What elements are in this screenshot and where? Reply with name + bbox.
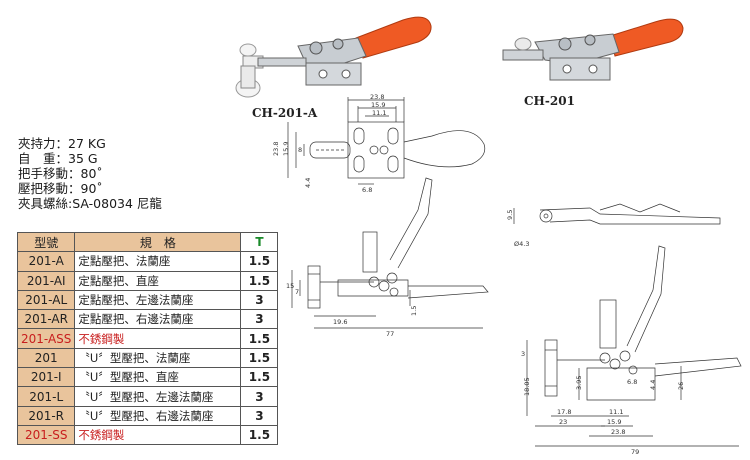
- cell-t: 1.5: [240, 347, 279, 369]
- dim-h-4-4: 4.4: [304, 178, 312, 188]
- dim-3-95: 3.95: [575, 376, 583, 390]
- cell-t: 3: [240, 386, 279, 407]
- table-row: 201-AR 定點壓把、右邊法蘭座 3: [16, 309, 279, 330]
- cell-desc: 不銹鋼製: [74, 424, 242, 446]
- drawing-side-view-a: 15 7 19.6 77 1.5: [286, 177, 489, 338]
- cell-desc: 定點壓把、左邊法蘭座: [74, 289, 242, 311]
- spec-bar-travel: 壓把移動：90˚: [18, 181, 103, 196]
- dim-h-8: 8: [298, 146, 302, 154]
- photo-ch-201: [502, 18, 684, 81]
- dim-9-5: 9.5: [506, 210, 514, 220]
- header-model: 型號: [16, 231, 76, 253]
- dim-18-05: 18.05: [523, 377, 531, 396]
- table-row: 201-AL 定點壓把、左邊法蘭座 3: [16, 289, 279, 311]
- header-t: T: [240, 231, 279, 253]
- cell-desc: 定點壓把、法蘭座: [74, 251, 242, 272]
- header-spec: 規 格: [74, 231, 242, 253]
- table-row: 201-R 〝U〞型壓把、右邊法蘭座 3: [16, 405, 279, 426]
- photo-ch-201-a: [235, 16, 432, 98]
- cell-desc: 定點壓把、右邊法蘭座: [74, 309, 242, 330]
- dim-6-8: 6.8: [362, 186, 372, 194]
- dim-h-23-8: 23.8: [272, 142, 280, 156]
- spec-clamping-force: 夾持力：27 KG: [18, 136, 106, 151]
- cell-model: 201-L: [16, 386, 76, 407]
- table-row: 201-I 〝U〞型壓把、直座 1.5: [16, 367, 279, 388]
- dim-23: 23: [559, 418, 567, 426]
- cell-desc: 不銹鋼製: [74, 328, 242, 349]
- dim-3: 3: [521, 350, 525, 358]
- cell-model: 201-AR: [16, 309, 76, 330]
- cell-desc: 〝U〞型壓把、直座: [74, 367, 242, 388]
- dim-26: 26: [677, 382, 685, 390]
- dim-77: 77: [386, 330, 394, 338]
- cell-desc: 〝U〞型壓把、右邊法蘭座: [74, 405, 242, 426]
- cell-t: 1.5: [240, 251, 279, 272]
- cell-model: 201-AI: [16, 270, 76, 291]
- photo-label-right: CH-201: [524, 94, 575, 108]
- table-row: 201 〝U〞型壓把、法蘭座 1.5: [16, 347, 279, 369]
- cell-model: 201-AL: [16, 289, 76, 311]
- drawing-side-view-u: 3 18.05 3.95 6.8 4.4 26 17.8 23 11.1 15.…: [521, 245, 742, 456]
- dim-79: 79: [631, 448, 639, 456]
- cell-t: 3: [240, 405, 279, 426]
- spec-weight: 自 重：35 G: [18, 151, 98, 166]
- spec-handle-travel: 把手移動：80˚: [18, 166, 103, 181]
- table-header-row: 型號 規 格 T: [16, 231, 279, 253]
- cell-t: 1.5: [240, 270, 279, 291]
- cell-t: 1.5: [240, 367, 279, 388]
- drawing-top-view: 23.8 15.9 11.1 23.8 15.9 8 4.4 6.8: [272, 93, 486, 194]
- dim-h-15-9: 15.9: [282, 142, 290, 156]
- cell-desc: 〝U〞型壓把、法蘭座: [74, 347, 242, 369]
- dim-u-6-8: 6.8: [627, 378, 637, 386]
- table-row: 201-A 定點壓把、法蘭座 1.5: [16, 251, 279, 272]
- cell-model: 201-A: [16, 251, 76, 272]
- dim-23-8: 23.8: [370, 93, 384, 101]
- dim-17-8: 17.8: [557, 408, 571, 416]
- dim-15-9: 15.9: [371, 101, 385, 109]
- table-row: 201-ASS 不銹鋼製 1.5: [16, 328, 279, 349]
- table-row: 201-L 〝U〞型壓把、左邊法蘭座 3: [16, 386, 279, 407]
- cell-t: 3: [240, 289, 279, 311]
- cell-desc: 〝U〞型壓把、左邊法蘭座: [74, 386, 242, 407]
- dim-15: 15: [286, 282, 294, 290]
- photo-label-left: CH-201-A: [252, 106, 318, 120]
- dim-u-15-9: 15.9: [607, 418, 621, 426]
- dim-7: 7: [295, 288, 299, 296]
- cell-model: 201: [16, 347, 76, 369]
- dim-11-1: 11.1: [372, 109, 386, 117]
- cell-model: 201-SS: [16, 424, 76, 446]
- dim-u-11-1: 11.1: [609, 408, 623, 416]
- dim-19-6: 19.6: [333, 318, 347, 326]
- table-row: 201-AI 定點壓把、直座 1.5: [16, 270, 279, 291]
- cell-t: 1.5: [240, 328, 279, 349]
- drawing-handle-view: 9.5 Ø4.3: [506, 203, 721, 248]
- dim-u-23-8: 23.8: [611, 428, 625, 436]
- dim-d-4-3: Ø4.3: [514, 240, 529, 248]
- table-row: 201-SS 不銹鋼製 1.5: [16, 424, 279, 446]
- cell-model: 201-ASS: [16, 328, 76, 349]
- cell-model: 201-R: [16, 405, 76, 426]
- cell-t: 1.5: [240, 424, 279, 446]
- cell-model: 201-I: [16, 367, 76, 388]
- model-table: 型號 規 格 T 201-A 定點壓把、法蘭座 1.5 201-AI 定點壓把、…: [16, 231, 279, 446]
- cell-t: 3: [240, 309, 279, 330]
- dim-1-5: 1.5: [410, 306, 418, 316]
- dim-u-4-4: 4.4: [649, 380, 657, 390]
- spec-spindle: 夾具螺絲:SA-08034 尼龍: [18, 196, 162, 211]
- cell-desc: 定點壓把、直座: [74, 270, 242, 291]
